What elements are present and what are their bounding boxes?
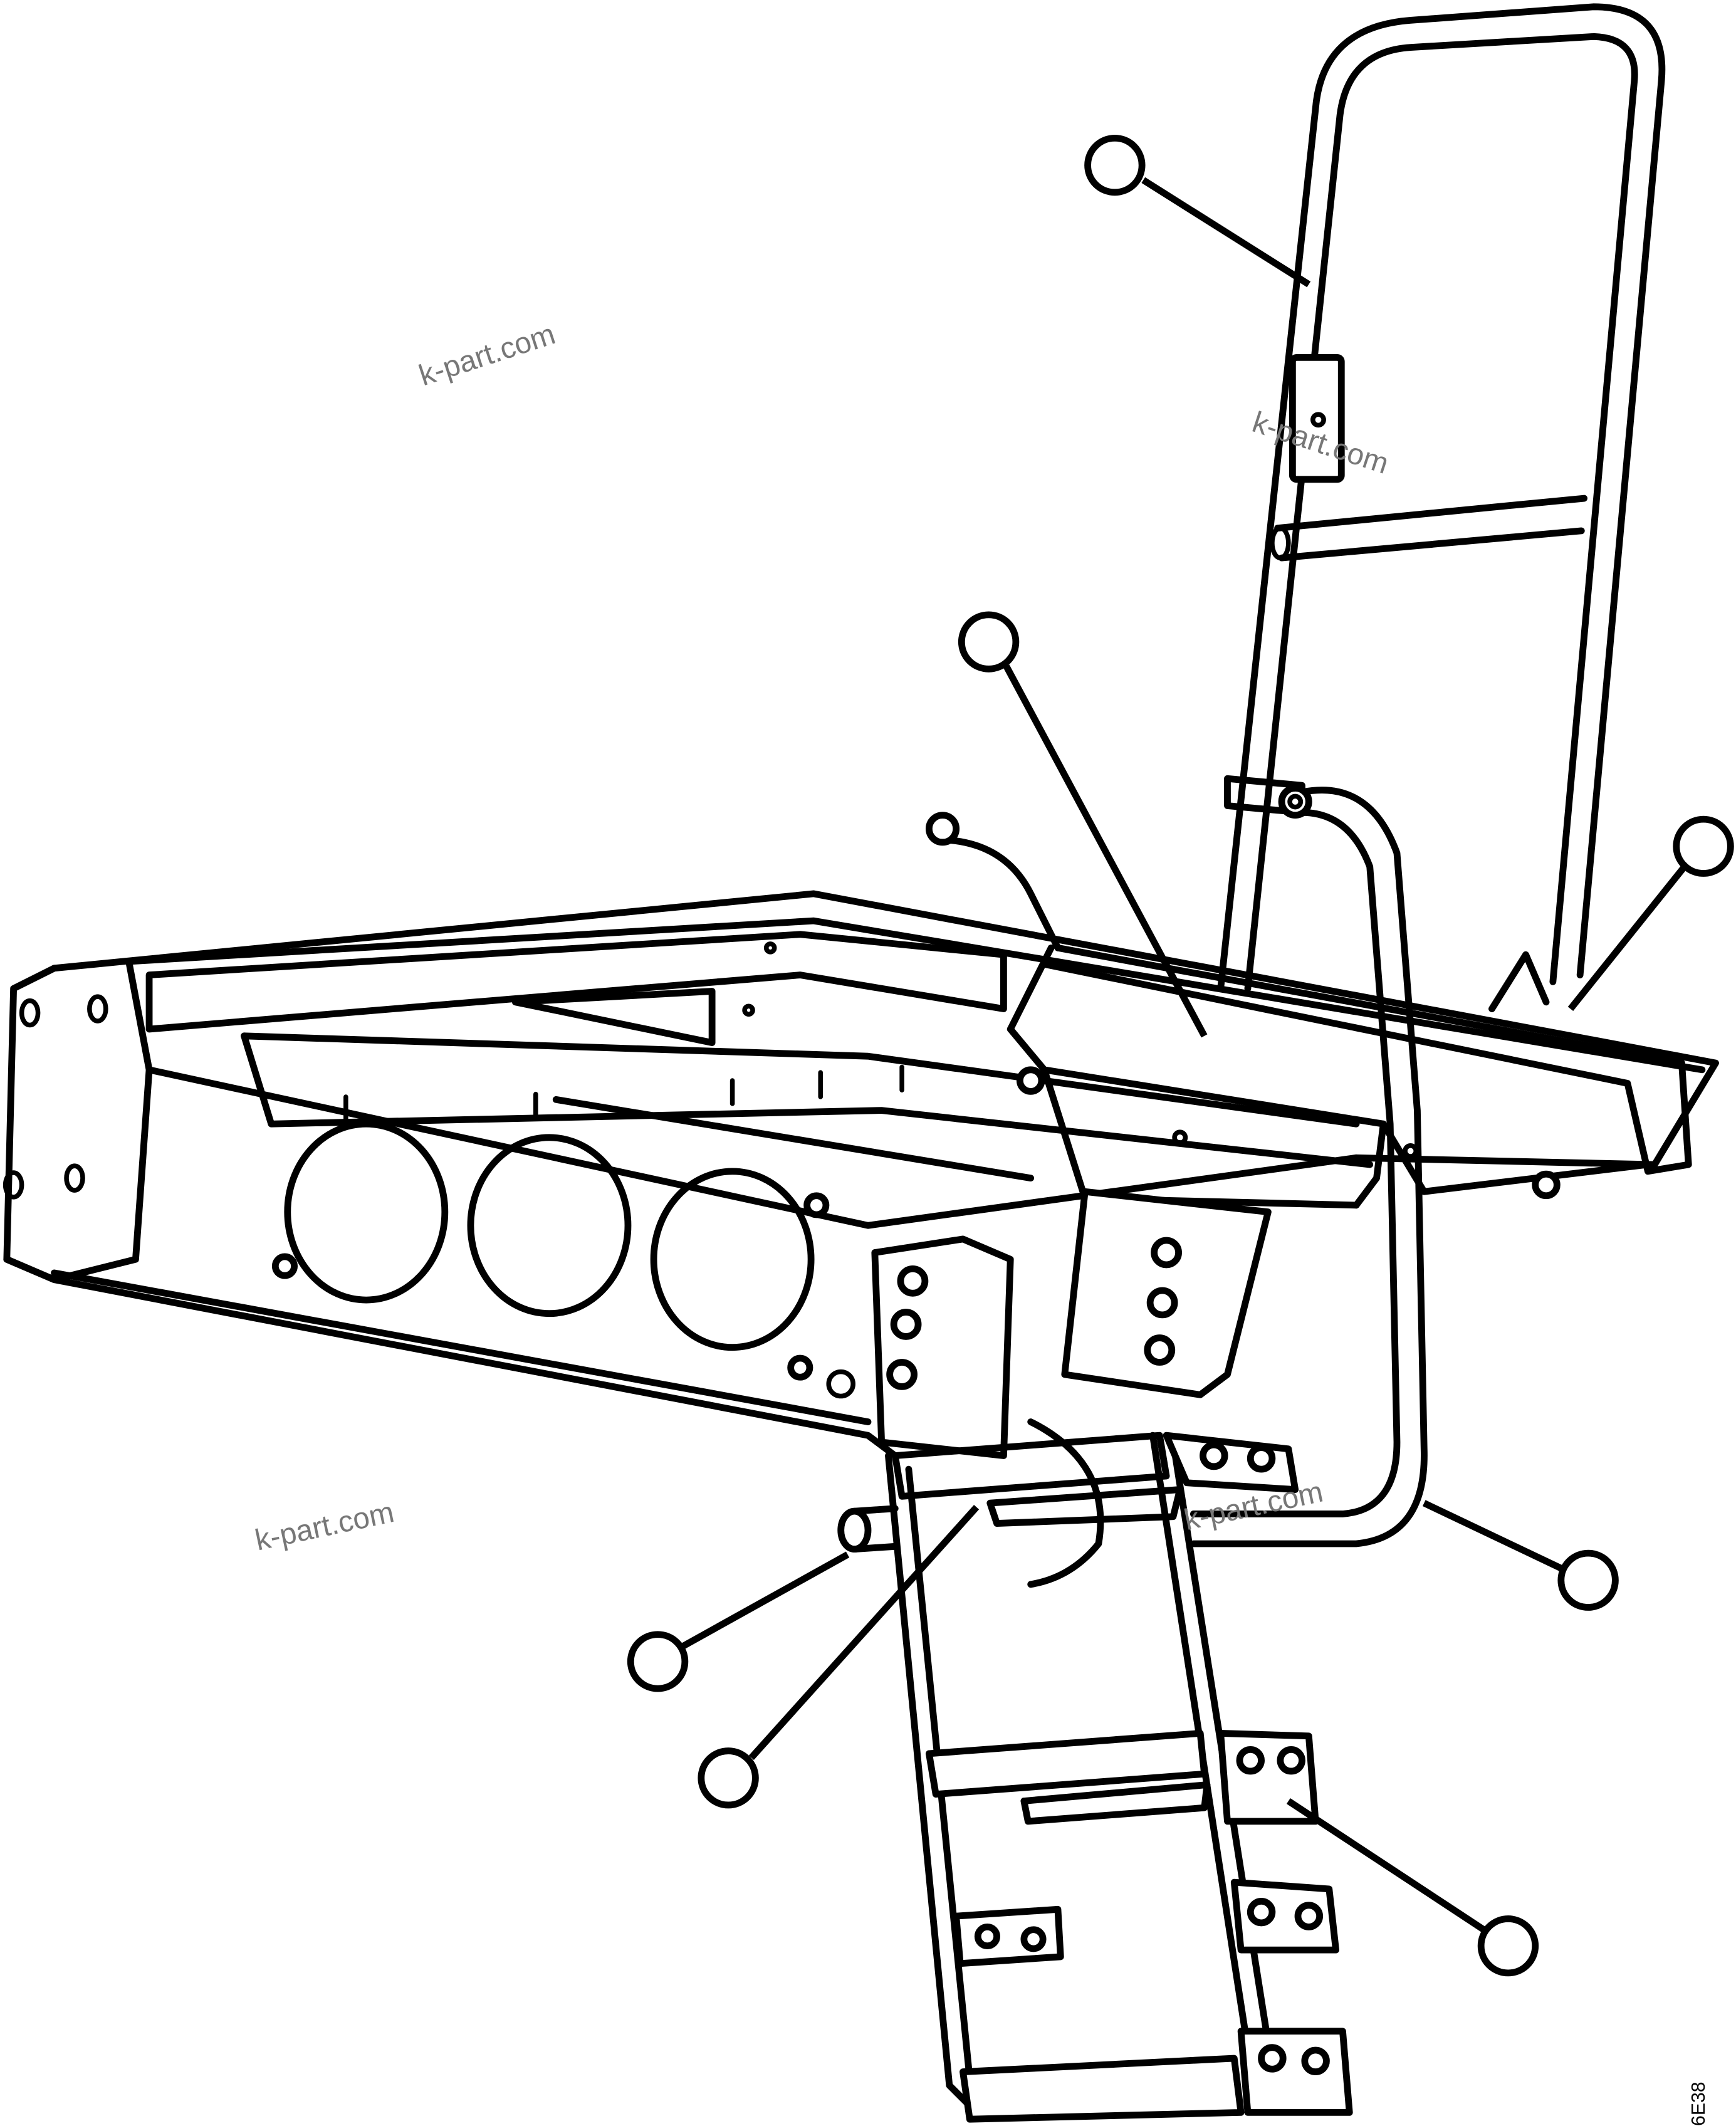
callout-bubble — [1084, 134, 1146, 196]
callout-bubble — [1673, 815, 1734, 877]
round-covers — [271, 1120, 830, 1381]
callout-bubble — [1557, 1549, 1619, 1611]
callout-bubble — [627, 1631, 689, 1692]
callout-bubble — [1477, 1915, 1539, 1977]
callout-lower-ladder — [1286, 1798, 1539, 1977]
callout-step-pivot-pin — [627, 1551, 850, 1692]
upper-ladder — [1190, 3, 1666, 1547]
callout-handrail-loop — [1422, 1500, 1619, 1611]
callout-bubble — [698, 1747, 759, 1809]
mount-brackets — [826, 1066, 1561, 1459]
callout-handrail-pin — [1567, 815, 1734, 1011]
watermark-text: k-part.com — [252, 1495, 397, 1557]
platform-frame — [3, 812, 1719, 1459]
watermark-text: k-part.com — [415, 317, 559, 392]
callout-platform — [958, 611, 1208, 1038]
drawing-code: 6E38 — [1688, 2081, 1709, 2126]
callout-ladder-upper — [1084, 134, 1311, 288]
lower-ladder-frame — [837, 1418, 1353, 2123]
callout-step-bracket — [698, 1505, 980, 1809]
end-studs — [3, 994, 108, 1200]
callout-bubble — [958, 611, 1020, 673]
